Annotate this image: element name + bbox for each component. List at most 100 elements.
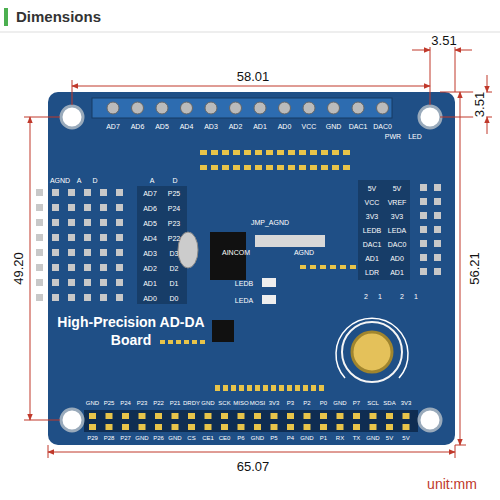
screw (377, 102, 389, 114)
pad (319, 385, 324, 391)
led-b (262, 278, 276, 287)
pin (403, 424, 410, 430)
terminal-block (92, 98, 392, 118)
pin-name: AGND (50, 177, 70, 184)
pin (116, 204, 123, 211)
pin-name: D2 (170, 265, 179, 272)
pin-name: D1 (170, 280, 179, 287)
pin-name: LEDA (235, 297, 253, 304)
pin (370, 424, 377, 430)
pin (386, 424, 393, 430)
pin (52, 249, 59, 256)
pin-name: 3V3 (366, 213, 378, 220)
pin (36, 294, 43, 301)
pin (68, 264, 75, 271)
pin (155, 424, 162, 430)
pin (221, 424, 228, 430)
gpio-name: 5V (386, 435, 393, 441)
pin-name: AGND (294, 249, 314, 256)
pin-name: D3 (170, 250, 179, 257)
dimension: 3.51 (474, 89, 487, 118)
screw (328, 102, 340, 114)
gpio-name: 3V3 (269, 400, 280, 406)
pin-name: LED (408, 133, 422, 140)
gpio-name: P28 (104, 435, 115, 441)
pad (343, 150, 350, 155)
pin (386, 413, 393, 419)
pad (310, 150, 317, 155)
gpio-name: P26 (153, 435, 164, 441)
gpio-name: SDA (383, 400, 395, 406)
pin (100, 264, 107, 271)
pin-name: AD6 (143, 205, 157, 212)
dimension: 3.51 (429, 34, 458, 47)
gpio-name: P1 (320, 435, 327, 441)
pin (84, 279, 91, 286)
pad (184, 340, 189, 344)
pad (299, 165, 306, 170)
led-a (262, 295, 276, 304)
pin-name: LDR (365, 269, 379, 276)
pin (52, 234, 59, 241)
pin-name: VCC (33, 177, 48, 184)
pin (68, 279, 75, 286)
smd-pads (160, 150, 356, 391)
pin (370, 413, 377, 419)
gpio-name: P3 (287, 400, 294, 406)
pin (122, 424, 129, 430)
pin-name: AD2 (143, 265, 157, 272)
pin (434, 212, 441, 219)
pin (337, 424, 344, 430)
pin-name: P25 (168, 190, 180, 197)
pad (211, 165, 218, 170)
pot-ring (342, 322, 402, 382)
pad (255, 165, 262, 170)
pin-name: AD3 (143, 250, 157, 257)
pad (160, 340, 165, 344)
pad (271, 385, 276, 391)
gpio-name: 3V3 (401, 400, 412, 406)
pin (172, 413, 179, 419)
pin-name: AINCOM (222, 249, 250, 256)
pin-name: LEDB (363, 227, 381, 234)
screw (181, 102, 193, 114)
pad (277, 165, 284, 170)
left-pin-grid (36, 189, 123, 301)
pad (233, 150, 240, 155)
pad (279, 385, 284, 391)
pin (320, 424, 327, 430)
pin (52, 294, 59, 301)
terminal-name: DAC0 (373, 123, 392, 130)
pin (287, 424, 294, 430)
pin (353, 413, 360, 419)
pot-arc (336, 318, 408, 378)
dac-chip (212, 320, 234, 342)
gpio-name: 5V (402, 435, 409, 441)
pad (299, 150, 306, 155)
pin (188, 413, 195, 419)
pad (200, 340, 205, 344)
pin (89, 424, 96, 430)
gpio-name: GND (168, 435, 181, 441)
pin (304, 424, 311, 430)
pin-name: 3V3 (391, 213, 403, 220)
terminal-name: VCC (302, 123, 317, 130)
pin (221, 413, 228, 419)
dimension: 58.01 (235, 70, 272, 83)
pad (192, 340, 197, 344)
pin-name: VREF (388, 199, 407, 206)
pin (353, 424, 360, 430)
terminal-name: AD2 (229, 123, 243, 130)
pin (434, 268, 441, 275)
pin-name: AD1 (143, 280, 157, 287)
gpio-name: DRDY (183, 400, 200, 406)
pin (434, 254, 441, 261)
pin (84, 249, 91, 256)
pin (205, 413, 212, 419)
pad (200, 165, 207, 170)
pin (68, 204, 75, 211)
pin (84, 219, 91, 226)
pcb (48, 92, 455, 445)
pin-name: P23 (168, 220, 180, 227)
gpio-name: GND (333, 400, 346, 406)
